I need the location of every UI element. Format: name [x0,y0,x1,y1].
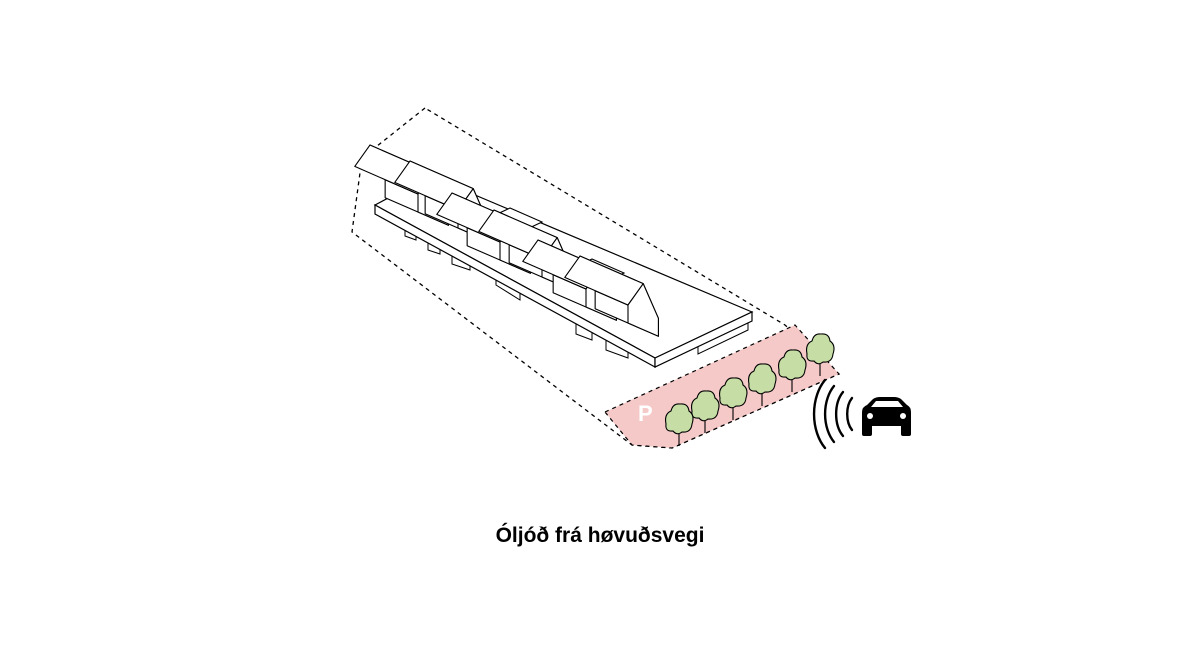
tree-icon [778,349,807,392]
housing-blocks [354,144,659,337]
tree-icon [748,363,777,406]
tree-icon [665,403,694,446]
house-3b [564,255,659,337]
car-icon [862,397,911,436]
tree-row [665,333,835,446]
tree-icon [691,390,720,433]
tree-icon [806,333,835,376]
diagram-caption: Óljóð frá høvuðsvegi [495,524,705,547]
parking-label: P [638,401,653,426]
tree-icon [719,377,748,420]
sound-waves-icon [812,378,854,450]
